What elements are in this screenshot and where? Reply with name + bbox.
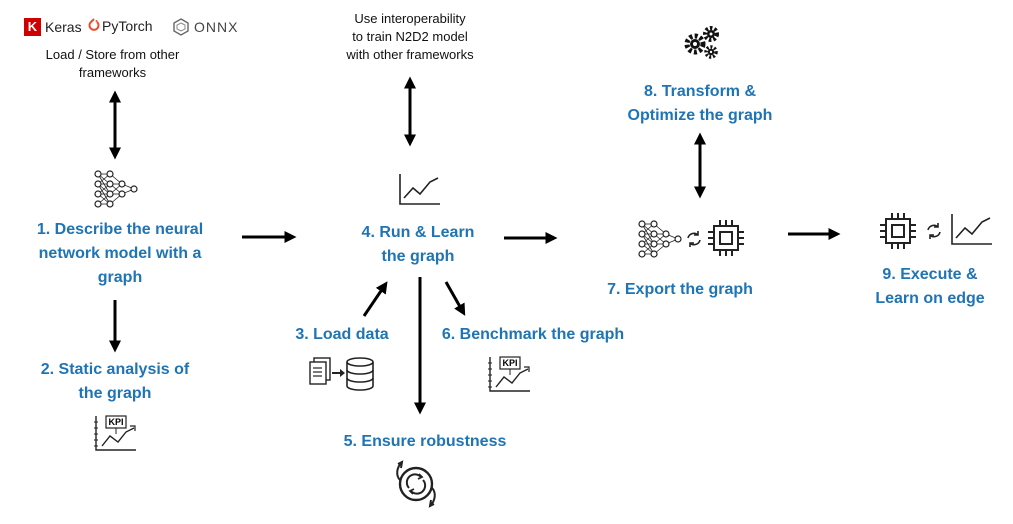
step-describe-graph: 1. Describe the neural network model wit… [36,221,204,286]
keras-mark: K [24,18,41,36]
gears-icon [684,26,719,59]
edge-chip-icon [879,212,917,250]
export-sync-icon [687,230,701,248]
step-run-learn: 4. Run & Learn the graph [361,224,475,265]
step-static-analysis: 2. Static analysis of the graph [40,361,190,402]
onnx-label: ONNX [194,19,239,35]
line-chart-icon [399,173,441,205]
arrow-load-run [362,281,388,317]
keras-logo: K Keras [24,18,82,36]
step-export-graph: 7. Export the graph [607,281,753,298]
edge-sync-icon [927,222,941,240]
pytorch-flame-icon [88,18,100,31]
step-load-data: 3. Load data [295,326,389,343]
benchmark-kpi-text: KPI [502,358,517,368]
onnx-logo: ONNX [172,18,238,36]
edge-line-chart-icon [951,213,993,245]
onnx-icon [173,18,189,36]
step-execute-edge: 9. Execute & Learn on edge [875,266,985,307]
static-analysis-kpi-text: KPI [108,417,123,427]
interop-note: Use interoperability to train N2D2 model… [346,11,474,62]
documents-icon [309,357,345,385]
step-ensure-robustness: 5. Ensure robustness [343,433,507,450]
step-transform-optimize: 8. Transform & Optimize the graph [627,83,773,124]
pytorch-label: PyTorch [102,18,153,34]
export-chip-icon [707,219,745,257]
arrow-run-benchmark [444,281,466,316]
keras-label: Keras [45,19,82,35]
database-icon [346,357,374,391]
frameworks-note: Load / Store from other frameworks [45,47,180,80]
export-neural-network-icon [638,220,682,258]
pytorch-logo: PyTorch [88,18,153,34]
neural-network-icon [94,170,138,208]
step-benchmark: 6. Benchmark the graph [441,326,625,343]
robustness-icon [396,460,436,508]
